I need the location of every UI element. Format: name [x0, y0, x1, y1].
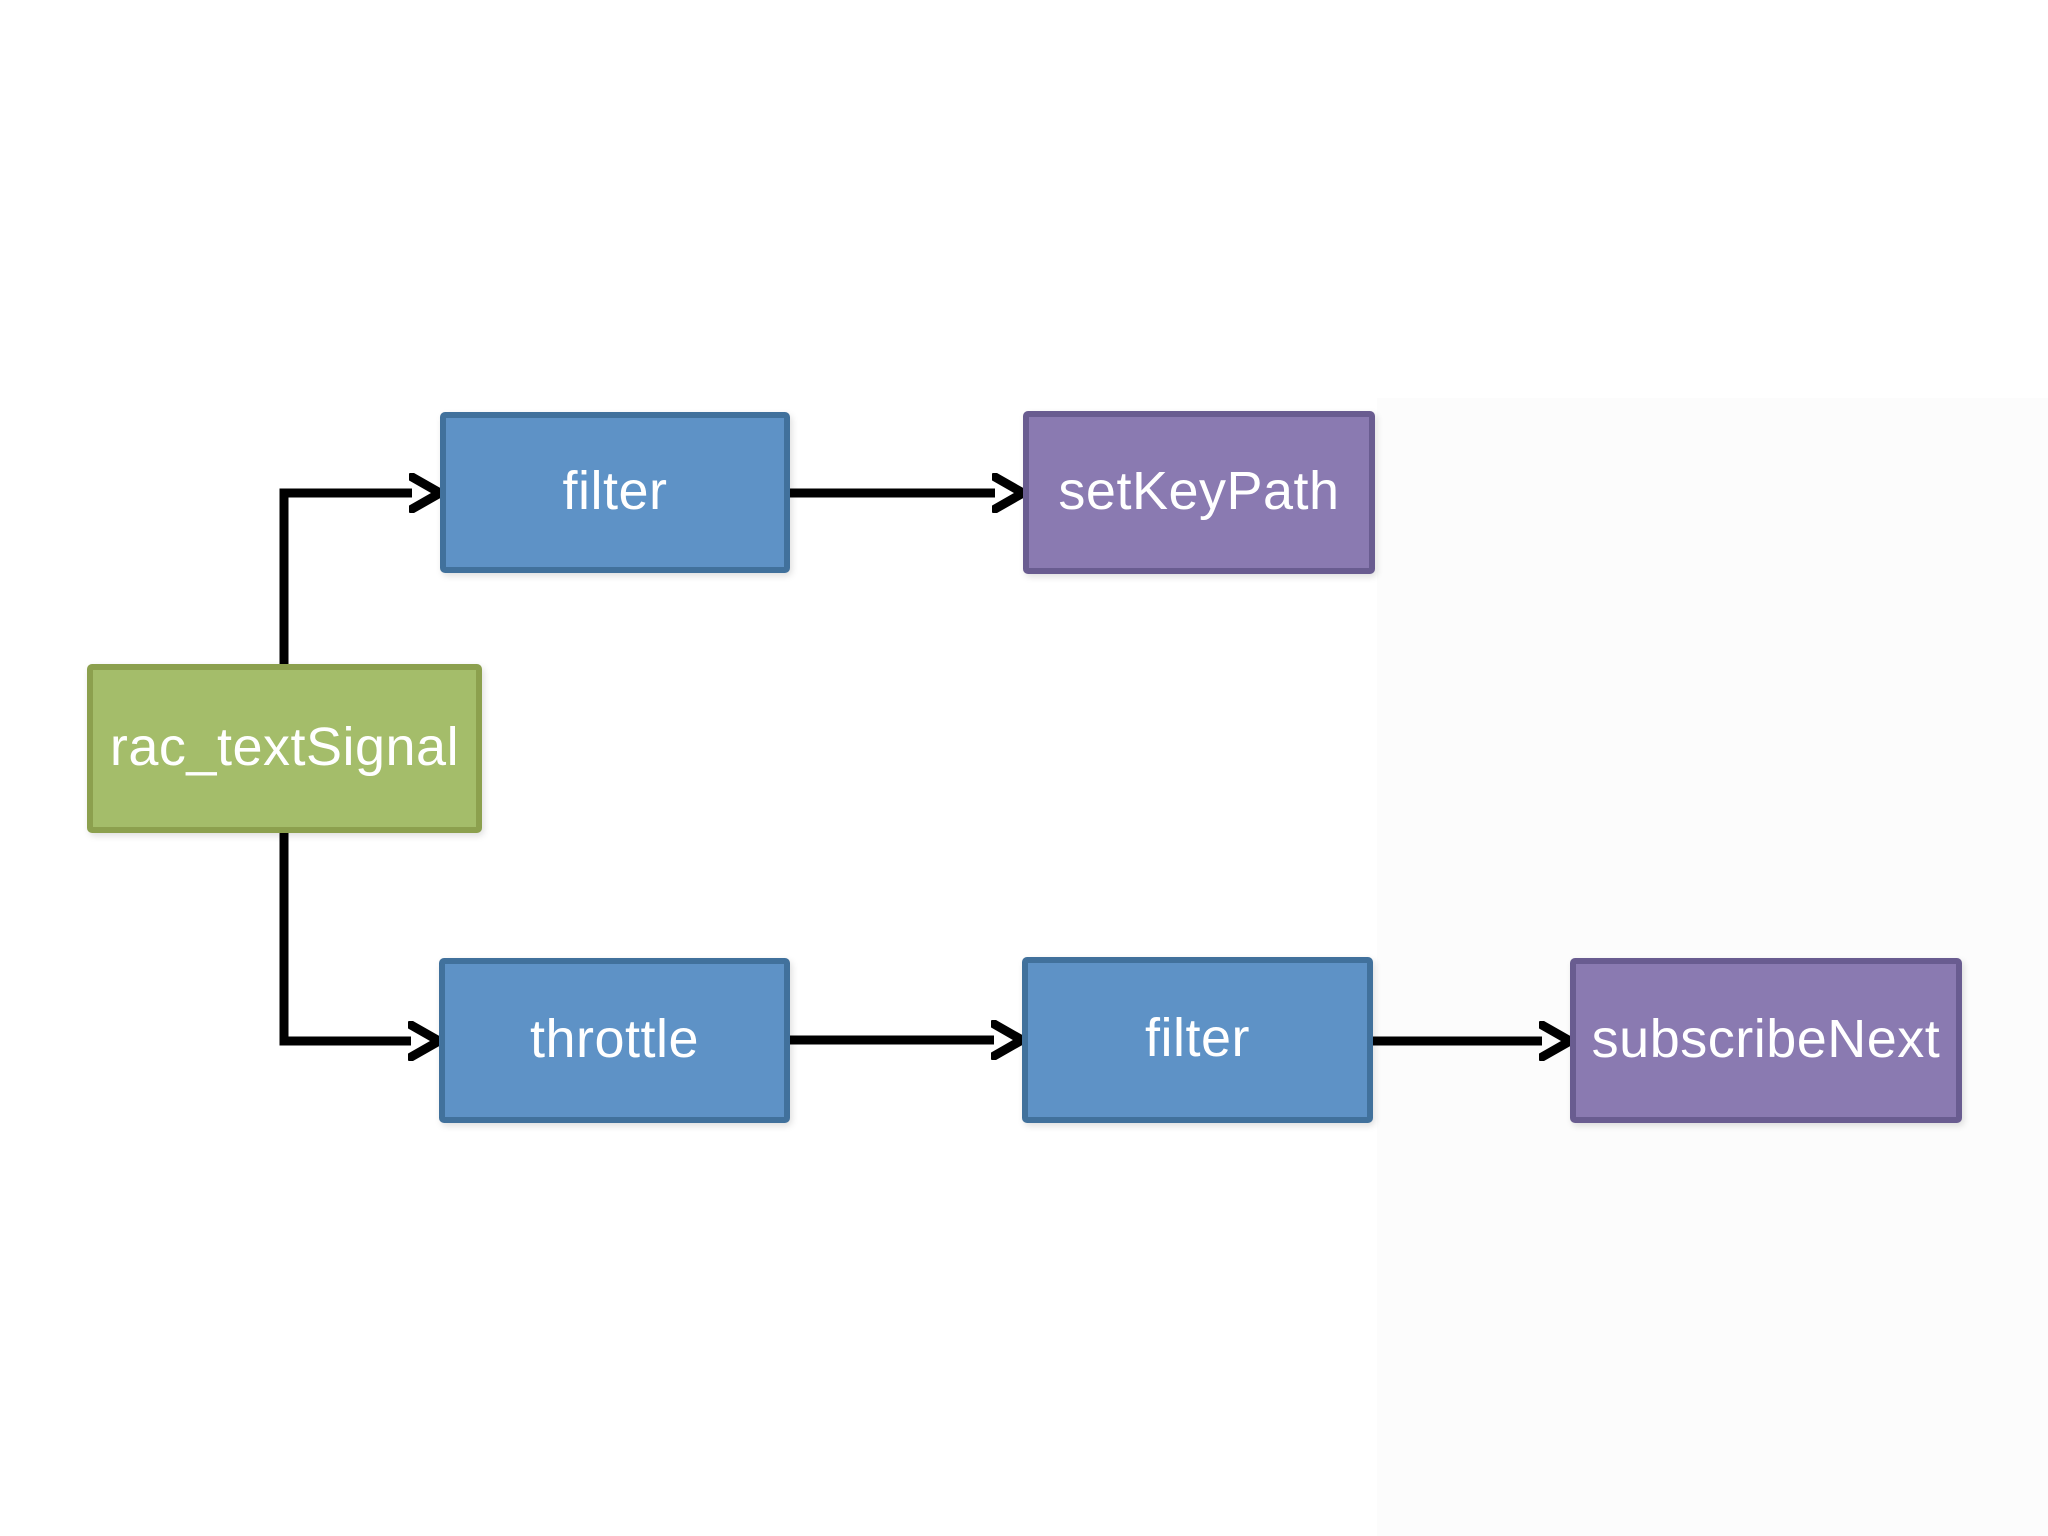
- node-rac-textsignal: rac_textSignal: [87, 664, 482, 833]
- node-setkeypath: setKeyPath: [1023, 411, 1375, 574]
- node-subscribenext: subscribeNext: [1570, 958, 1962, 1123]
- edge-source-to-throttle: [279, 833, 411, 1041]
- node-filter-bottom-label: filter: [1144, 1008, 1250, 1068]
- node-rac-textsignal-label: rac_textSignal: [109, 716, 460, 777]
- node-throttle: throttle: [439, 958, 790, 1123]
- edge-source-to-filter-top: [279, 493, 412, 664]
- node-subscribenext-label: subscribeNext: [1591, 1008, 1941, 1069]
- node-filter-top: filter: [440, 412, 790, 573]
- node-setkeypath-label: setKeyPath: [1058, 460, 1340, 521]
- node-filter-top-label: filter: [562, 460, 668, 521]
- node-filter-bottom: filter: [1022, 957, 1373, 1123]
- node-throttle-label: throttle: [529, 1008, 700, 1069]
